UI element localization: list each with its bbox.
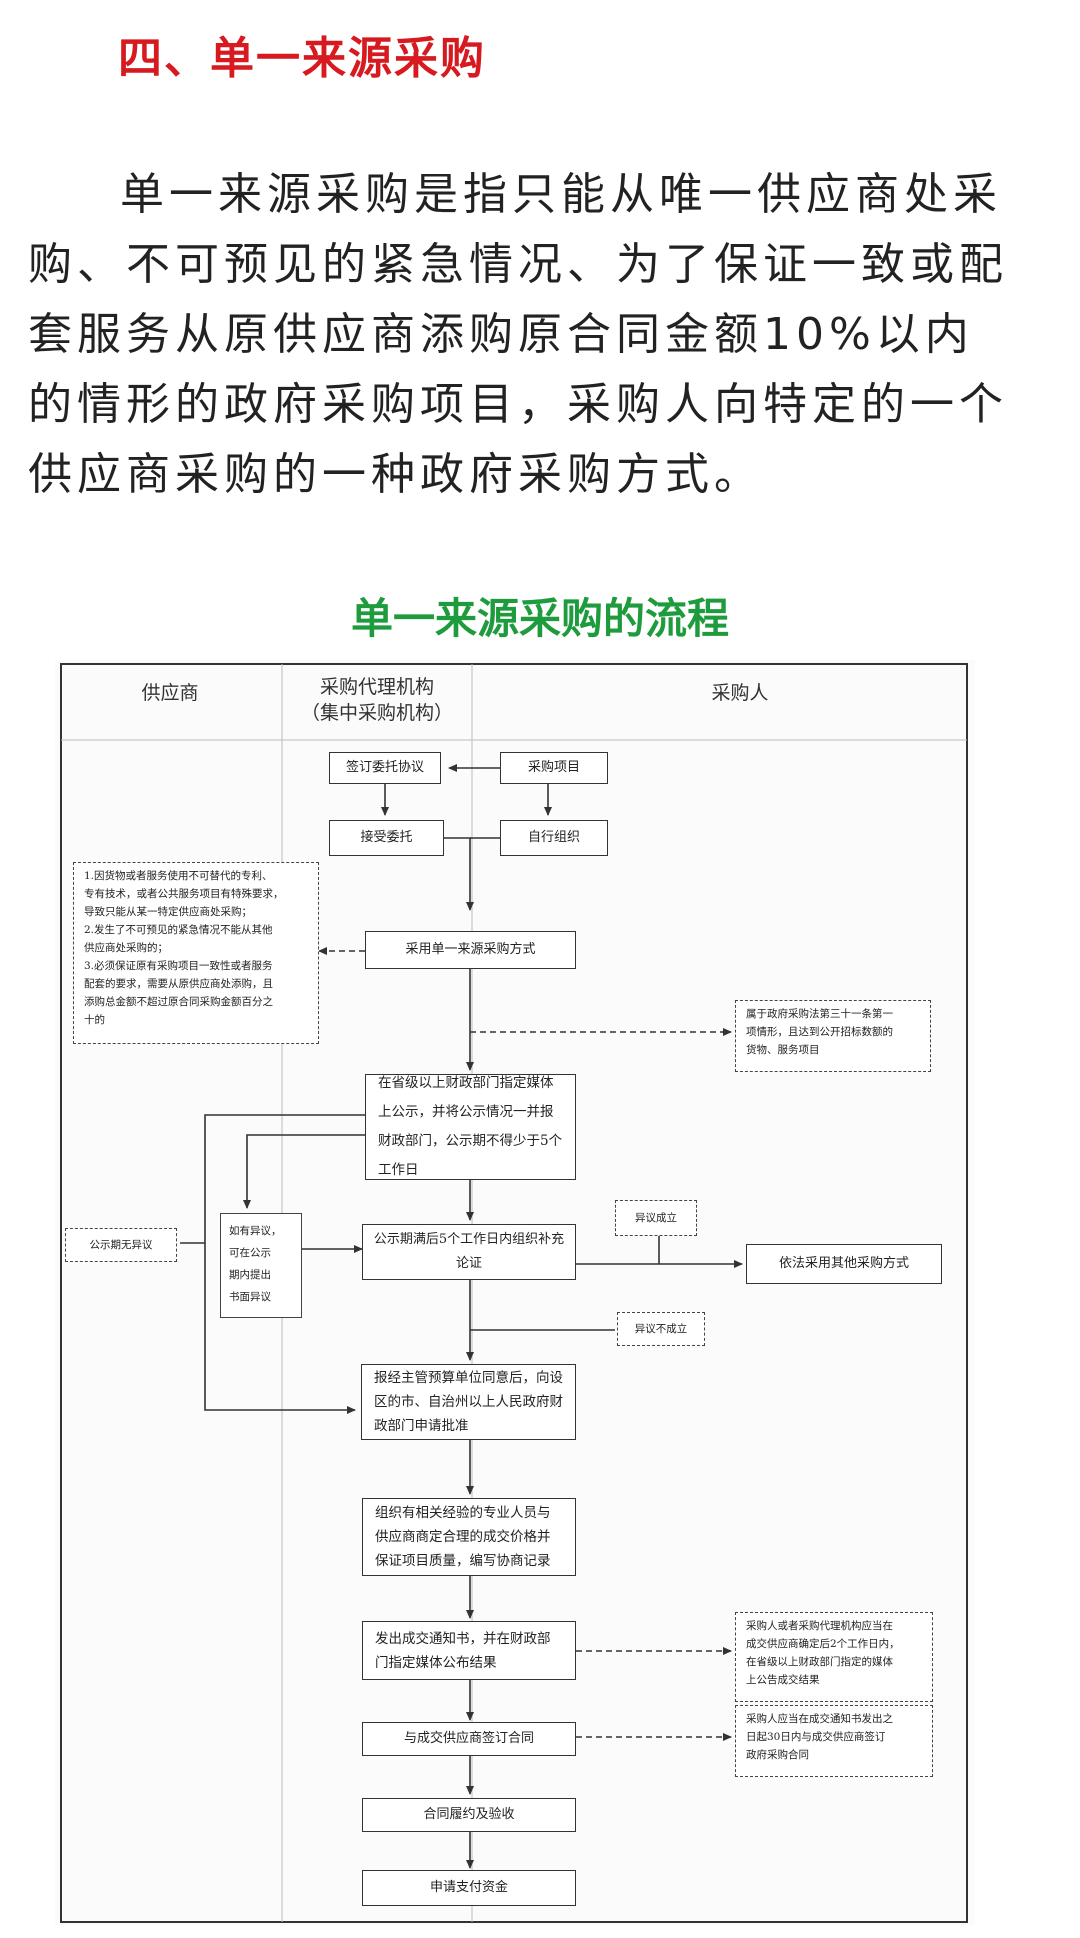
box-adopt-method: 采用单一来源采购方式 (365, 931, 576, 969)
column-header-supplier: 供应商 (141, 682, 199, 704)
box-report-approval: 报经主管预算单位同意后，向设区的市、自治州以上人民政府财政部门申请批准 (361, 1364, 576, 1440)
note-line: 2.发生了不可预见的紧急情况不能从其他 (84, 924, 273, 936)
note-conditions: 1.因货物或者服务使用不可替代的专利、 专有技术，或者公共服务项目有特殊要求， … (73, 862, 319, 1044)
note-line: 十的 (84, 1014, 105, 1026)
note-article-31: 属于政府采购法第三十一条第一 项情形，且达到公开招标数额的 货物、服务项目 (735, 1000, 931, 1072)
column-header-purchaser: 采购人 (711, 682, 769, 704)
flowchart: 供应商 采购代理机构 （集中采购机构） 采购人 签订委托协议 采购项目 接受委托… (55, 660, 975, 1925)
note-line: 项情形，且达到公开招标数额的 (746, 1026, 893, 1038)
section-heading: 四、单一来源采购 (118, 33, 486, 84)
box-payment: 申请支付资金 (362, 1870, 576, 1906)
agency-line-2: （集中采购机构） (300, 702, 453, 724)
note-line: 日起30日内与成交供应商签订 (746, 1731, 886, 1743)
note-line: 成交供应商确定后2个工作日内， (746, 1638, 900, 1650)
note-line: 书面异议 (229, 1291, 271, 1303)
note-line: 采购人或者采购代理机构应当在 (746, 1620, 893, 1632)
note-objection-invalid: 异议不成立 (617, 1312, 705, 1346)
note-line: 上公告成交结果 (746, 1674, 820, 1686)
note-contract-deadline: 采购人应当在成交通知书发出之 日起30日内与成交供应商签订 政府采购合同 (735, 1705, 933, 1777)
box-after-publicity: 公示期满后5个工作日内组织补充论证 (362, 1224, 576, 1280)
note-line: 可在公示 (229, 1247, 271, 1259)
box-accept-commission: 接受委托 (329, 820, 444, 856)
note-line: 添购总金额不超过原合同采购金额百分之 (84, 996, 273, 1008)
note-line: 3.必须保证原有采购项目一致性或者服务 (84, 960, 273, 972)
note-no-objection: 公示期无异议 (65, 1228, 177, 1262)
note-line: 属于政府采购法第三十一条第一 (746, 1008, 893, 1020)
note-line: 配套的要求，需要从原供应商处添购，且 (84, 978, 273, 990)
box-self-organize: 自行组织 (500, 820, 608, 856)
note-line: 供应商处采购的； (84, 942, 168, 954)
flowchart-title: 单一来源采购的流程 (350, 594, 729, 643)
box-acceptance: 合同履约及验收 (362, 1798, 576, 1832)
box-notice: 发出成交通知书，并在财政部门指定媒体公布结果 (362, 1621, 576, 1680)
box-sign-agreement: 签订委托协议 (329, 752, 441, 784)
definition-paragraph: 单一来源采购是指只能从唯一供应商处采购、不可预见的紧急情况、为了保证一致或配套服… (28, 169, 1008, 500)
note-line: 货物、服务项目 (746, 1044, 820, 1056)
box-negotiate: 组织有相关经验的专业人员与供应商商定合理的成交价格并保证项目质量，编写协商记录 (362, 1498, 576, 1576)
box-publicize: 在省级以上财政部门指定媒体上公示，并将公示情况一并报财政部门，公示期不得少于5个… (365, 1074, 576, 1180)
box-purchase-project: 采购项目 (500, 752, 608, 784)
note-line: 期内提出 (229, 1269, 271, 1281)
column-header-agency: 采购代理机构 （集中采购机构） (282, 674, 472, 726)
note-objection-valid: 异议成立 (615, 1200, 697, 1236)
box-sign-contract: 与成交供应商签订合同 (362, 1722, 576, 1756)
box-other-method: 依法采用其他采购方式 (746, 1244, 942, 1284)
note-confirm-deadline: 采购人或者采购代理机构应当在 成交供应商确定后2个工作日内， 在省级以上财政部门… (735, 1612, 933, 1702)
note-line: 在省级以上财政部门指定的媒体 (746, 1656, 893, 1668)
note-line: 如有异议， (229, 1225, 282, 1237)
note-objection: 如有异议， 可在公示 期内提出 书面异议 (220, 1213, 302, 1318)
note-line: 采购人应当在成交通知书发出之 (746, 1713, 893, 1725)
note-line: 导致只能从某一特定供应商处采购； (84, 906, 252, 918)
note-line: 政府采购合同 (746, 1749, 809, 1761)
flowchart-connectors (60, 663, 968, 1923)
note-line: 1.因货物或者服务使用不可替代的专利、 (84, 870, 273, 882)
agency-line-1: 采购代理机构 (319, 676, 434, 698)
note-line: 专有技术，或者公共服务项目有特殊要求， (84, 888, 284, 900)
